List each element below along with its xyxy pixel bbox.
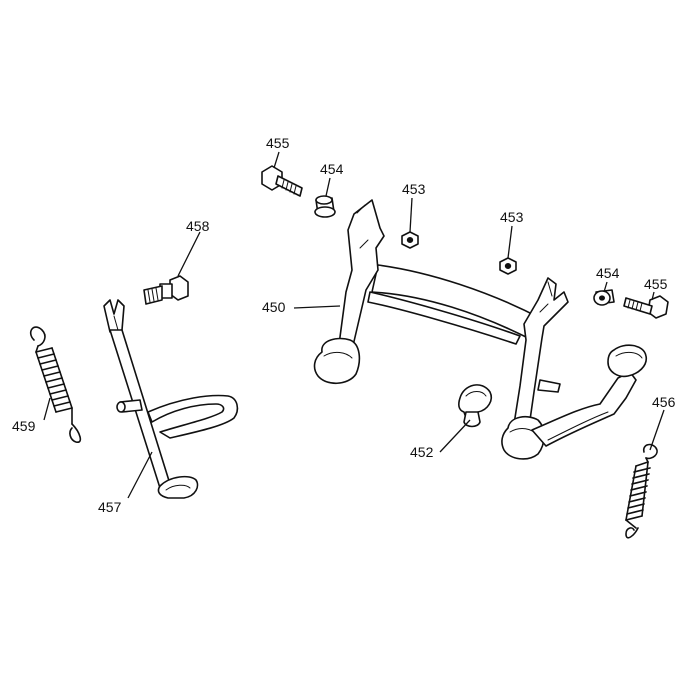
callout-453-right: 453	[500, 209, 524, 225]
callout-labels: 455 454 453 453 454 455 458 450 452 456 …	[12, 135, 676, 515]
leader-lines	[43, 151, 665, 499]
rubber-stopper-452	[458, 384, 493, 428]
callout-457: 457	[98, 499, 122, 515]
callout-455-right: 455	[644, 276, 668, 292]
side-stand-457	[103, 299, 239, 499]
callout-452: 452	[410, 444, 434, 460]
callout-456: 456	[652, 394, 676, 410]
callout-454-right: 454	[596, 265, 620, 281]
spring-459	[29, 326, 82, 443]
callout-453-left: 453	[402, 181, 426, 197]
callout-459: 459	[12, 418, 36, 434]
callout-450: 450	[262, 299, 286, 315]
callout-455-left: 455	[266, 135, 290, 151]
bolt-455-right	[623, 295, 669, 319]
spacer-454-left	[314, 195, 336, 218]
spring-456	[625, 443, 658, 539]
nut-453-right	[499, 257, 517, 275]
callout-454-left: 454	[320, 161, 344, 177]
bolt-455-left	[261, 165, 303, 197]
spacer-454-right	[593, 289, 615, 306]
nut-453-left	[401, 231, 419, 249]
pivot-bolt-458	[143, 275, 189, 305]
callout-458: 458	[186, 218, 210, 234]
main-stand-450	[313, 199, 648, 460]
